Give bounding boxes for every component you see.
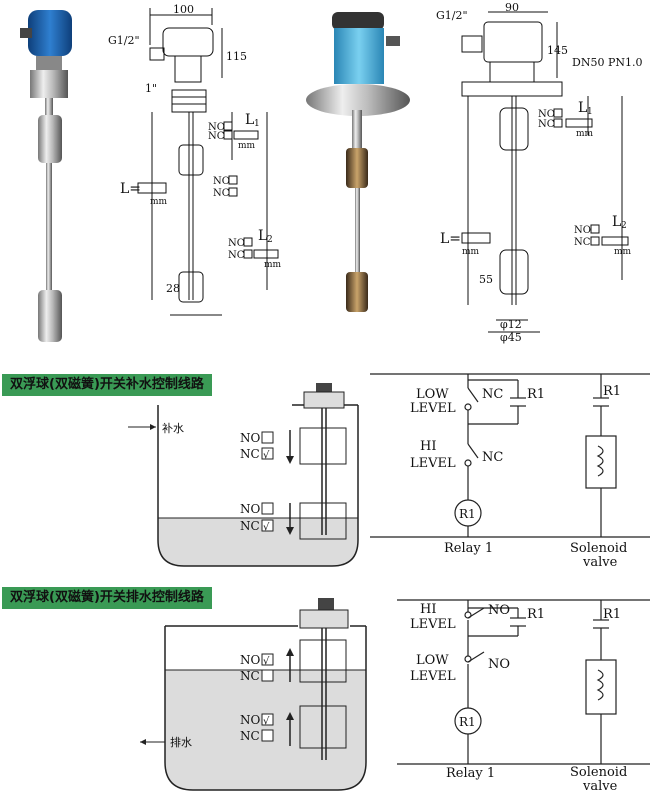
tank-fill [128,383,359,567]
c1-solenoid: Solenoid [570,541,627,556]
c1-r1-coil: R1 [459,507,476,521]
c2-solenoid: Solenoid [570,765,627,780]
dim-g12-right: G1/2" [436,9,468,22]
c1-relay: Relay 1 [444,541,493,556]
c2-hi: HI [420,602,436,617]
c1-valve: valve [582,555,618,570]
check-drain-top: √ [263,656,270,667]
mm-l-left: mm [150,197,168,207]
dim-l2-left: L [258,228,267,244]
dim-115: 115 [226,50,247,63]
c1-hi: HI [420,439,436,454]
inlet-label: 补水 [162,422,184,435]
no-label-d2b: NO [574,225,591,236]
check-fill-bot: √ [263,522,270,533]
dim-l1-right-sub: 1 [587,107,593,117]
dim-l1-left-sub: 1 [254,119,260,129]
nc-label-fill-top: NC [240,447,260,461]
dim-100: 100 [173,3,194,16]
c2-r1-coil: R1 [459,715,476,729]
c2-no-top: NO [488,603,510,618]
nc-label-d2b: NC [574,237,591,248]
mm-d1c: mm [264,260,282,270]
l-eq-left: L= [120,181,141,197]
no-label-fill-bot: NO [240,502,261,516]
dim-l2-left-sub: 2 [267,235,273,245]
dim-phi12: φ12 [500,318,522,331]
c2-r1-right: R1 [603,607,621,622]
c2-valve: valve [582,779,618,794]
dim-g12-left: G1/2" [108,34,140,47]
c2-r1-contact: R1 [527,607,545,622]
nc-label-fill-bot: NC [240,519,260,533]
l-eq-right: L= [440,231,461,247]
c1-low: LOW [416,387,449,402]
mm-d2a: mm [576,129,594,139]
dim-1inch: 1" [145,82,157,95]
nc-label-drain-top: NC [240,669,260,683]
c2-relay: Relay 1 [446,766,495,781]
c1-hi-level: LEVEL [410,456,456,471]
c1-low-level: LEVEL [410,401,456,416]
dim-l2-right: L [612,214,621,230]
mm-d1a: mm [238,141,256,151]
outlet-label: 排水 [170,735,192,749]
no-label-d1b: NO [213,176,230,187]
no-label-d1a: NO [208,122,225,133]
mm-l-right: mm [462,247,480,257]
tech-drawing-2 [461,11,623,333]
check-drain-bot: √ [263,716,270,727]
c1-nc-top: NC [482,387,503,402]
product-photo-2 [306,12,410,312]
circuit-drain [397,599,650,765]
no-label-d1c: NO [228,238,245,249]
no-label-drain-bot: NO [240,713,261,727]
check-fill-top: √ [263,450,270,461]
c2-hi-level: LEVEL [410,617,456,632]
dim-phi45: φ45 [500,331,522,344]
c1-r1-right: R1 [603,384,621,399]
no-label-fill-top: NO [240,431,261,445]
mm-d2b: mm [614,247,632,257]
nc-label-drain-bot: NC [240,729,260,743]
dim-90: 90 [505,1,519,14]
section-title-fill: 双浮球(双磁簧)开关补水控制线路 [2,374,212,396]
product-photo-1 [20,10,72,342]
dim-55: 55 [479,273,493,286]
no-label-d2a: NO [538,109,555,120]
dim-145: 145 [547,44,568,57]
nc-label-d1a: NC [208,131,225,142]
dim-dn50: DN50 PN1.0 [572,56,642,69]
dim-l1-right: L [578,100,587,116]
dim-l2-right-sub: 2 [621,221,627,231]
tech-drawing-1 [149,8,268,316]
c2-no-bot: NO [488,657,510,672]
dim-l1-left: L [245,112,254,128]
dim-28: 28 [166,282,180,295]
no-label-drain-top: NO [240,653,261,667]
c2-low-level: LEVEL [410,669,456,684]
section-title-drain: 双浮球(双磁簧)开关排水控制线路 [2,587,212,609]
circuit-fill [370,373,650,538]
nc-label-d1b: NC [213,188,230,199]
c1-r1-contact: R1 [527,387,545,402]
nc-label-d2a: NC [538,119,555,130]
nc-label-d1c: NC [228,250,245,261]
c1-nc-bot: NC [482,450,503,465]
tank-drain [140,598,367,791]
c2-low: LOW [416,653,449,668]
